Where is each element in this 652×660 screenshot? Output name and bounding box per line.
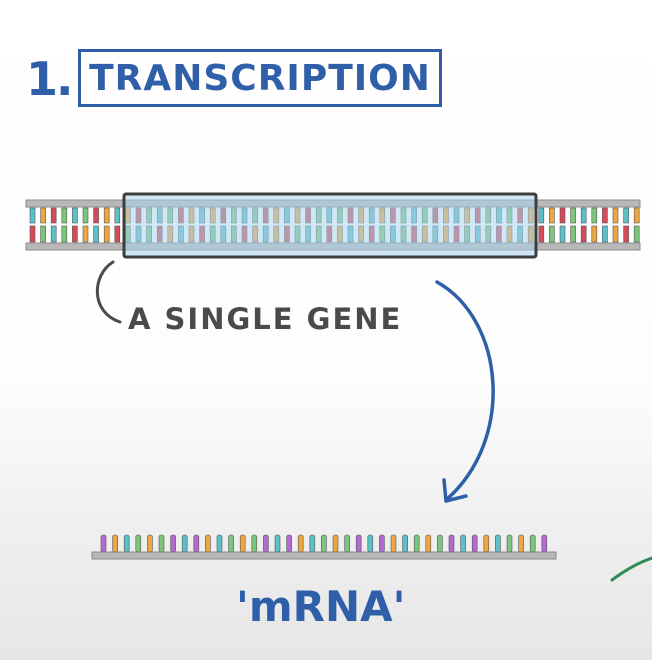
mrna-label: 'mRNA' — [236, 582, 406, 631]
step-title: TRANSCRIPTION — [89, 57, 431, 99]
mrna-base — [541, 534, 548, 553]
dna-base-top — [570, 207, 576, 224]
green-curve — [610, 556, 652, 582]
dna-base-top — [50, 207, 57, 224]
dna-base-top — [93, 207, 99, 224]
dna-base-top — [580, 207, 587, 224]
mrna-base — [448, 534, 455, 553]
gene-label: A SINGLE GENE — [128, 302, 403, 336]
dna-base-top — [633, 207, 640, 224]
mrna-base — [158, 534, 165, 553]
dna-base-bottom — [623, 225, 629, 243]
dna-base-top — [602, 207, 608, 224]
mrna-base — [355, 534, 362, 553]
mrna-base — [263, 534, 269, 553]
mrna-base — [483, 534, 490, 553]
dna-base-bottom — [633, 225, 640, 243]
dna-base-bottom — [103, 225, 110, 243]
mrna-base — [181, 534, 188, 553]
dna-base-top — [103, 207, 110, 224]
mrna-base — [460, 534, 466, 553]
mrna-base — [344, 534, 350, 553]
dna-base-bottom — [82, 225, 89, 243]
dna-base-top — [61, 207, 68, 224]
mrna-base — [286, 534, 292, 553]
mrna-backbone — [91, 551, 557, 560]
mrna-base — [506, 534, 513, 553]
dna-base-top — [40, 207, 46, 224]
mrna-base — [239, 534, 246, 553]
dna-base-bottom — [114, 225, 121, 243]
mrna-base — [135, 534, 142, 553]
arrowhead — [442, 478, 468, 503]
mrna-base — [205, 534, 211, 553]
dna-base-bottom — [612, 225, 619, 243]
mrna-base — [123, 534, 130, 553]
mrna-base — [367, 534, 374, 553]
mrna-base — [170, 534, 176, 553]
dna-base-bottom — [72, 225, 78, 243]
dna-base-bottom — [602, 225, 608, 243]
mrna-base — [216, 534, 223, 553]
mrna-strand — [91, 534, 557, 560]
dna-base-top — [591, 207, 598, 224]
mrna-base — [309, 534, 316, 553]
dna-base-top — [82, 207, 89, 224]
dna-base-bottom — [580, 225, 587, 243]
dna-base-top — [538, 207, 545, 224]
mrna-base — [100, 534, 107, 553]
dna-base-bottom — [538, 225, 545, 243]
dna-base-bottom — [549, 225, 555, 243]
mrna-base — [518, 534, 524, 553]
dna-base-top — [612, 207, 619, 224]
mrna-base — [425, 534, 432, 553]
mrna-base — [437, 534, 443, 553]
mrna-base — [402, 534, 408, 553]
transcription-arrow — [435, 280, 495, 502]
dna-base-bottom — [570, 225, 576, 243]
mrna-base — [413, 534, 420, 553]
dna-base-bottom — [29, 225, 36, 243]
dna-base-top — [623, 207, 629, 224]
dna-base-bottom — [559, 225, 566, 243]
mrna-base — [112, 534, 118, 553]
dna-base-top — [29, 207, 36, 224]
dna-base-bottom — [61, 225, 68, 243]
dna-base-bottom — [40, 225, 46, 243]
gene-bracket — [95, 260, 122, 324]
mrna-base — [390, 534, 397, 553]
mrna-base — [228, 534, 234, 553]
mrna-base — [471, 534, 478, 553]
dna-base-bottom — [591, 225, 598, 243]
dna-base-top — [114, 207, 121, 224]
gene-highlight-box — [122, 192, 538, 259]
dna-base-top — [549, 207, 555, 224]
mrna-base — [379, 534, 385, 553]
mrna-base — [193, 534, 200, 553]
mrna-base — [495, 534, 501, 553]
dna-base-bottom — [93, 225, 99, 243]
mrna-base — [297, 534, 304, 553]
mrna-base — [321, 534, 327, 553]
mrna-base — [529, 534, 536, 553]
mrna-base — [251, 534, 258, 553]
dna-base-top — [72, 207, 78, 224]
dna-base-top — [559, 207, 566, 224]
step-number: 1. — [26, 52, 74, 106]
title-box: TRANSCRIPTION — [78, 49, 442, 107]
mrna-base — [332, 534, 339, 553]
dna-base-bottom — [50, 225, 57, 243]
mrna-base — [274, 534, 281, 553]
mrna-base — [147, 534, 153, 553]
